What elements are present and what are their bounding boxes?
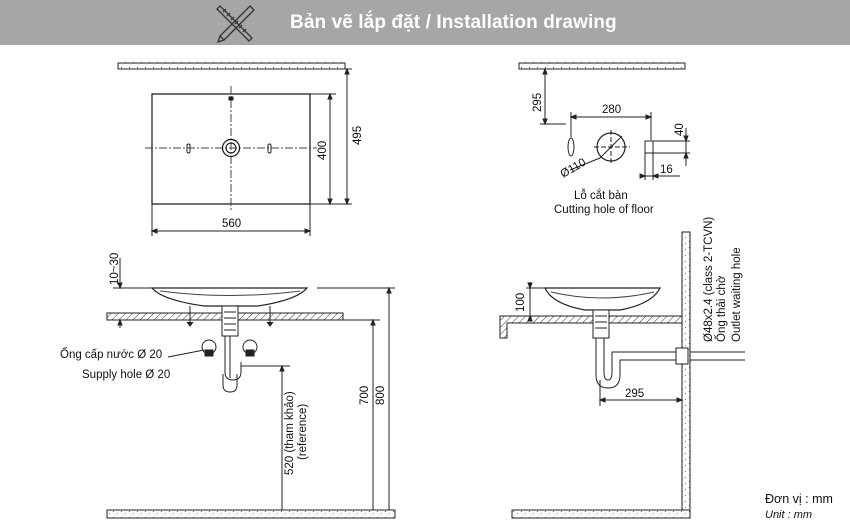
dim-400: 400: [317, 141, 329, 160]
basin-bowl-front: [150, 287, 309, 307]
dim-295-top: 295: [532, 93, 544, 112]
dim-700: 700: [359, 386, 371, 405]
outlet-label-vi: Ống thải chờ: [714, 275, 728, 342]
installation-drawing: 560 400 495 280 295 Ø110 40 16: [60, 62, 833, 521]
drain-hole: [221, 138, 241, 158]
basin-bowl-side: [544, 287, 661, 311]
wall: [681, 231, 691, 519]
dim-110: Ø110: [559, 157, 589, 181]
unit-label-vi: Đơn vị : mm: [765, 492, 833, 506]
cut-hole-label-vi: Lỗ cắt bàn: [574, 189, 628, 202]
dim-520: 520 (tham khảo): [284, 391, 296, 475]
unit-label-en: Unit : mm: [765, 509, 812, 521]
outlet-spec-label: Ø48x2.4 (class 2-TCVN): [703, 217, 715, 342]
dim-16: 16: [660, 164, 673, 176]
dim-495: 495: [352, 126, 364, 145]
dim-40: 40: [674, 123, 686, 136]
cut-hole-view: [518, 62, 690, 180]
dim-295-bottom: 295: [625, 388, 644, 400]
dim-100: 100: [515, 293, 527, 312]
side-elevation: [499, 231, 745, 519]
dim-560: 560: [222, 218, 241, 230]
supply-label-vi: Ống cấp nước Ø 20: [60, 347, 162, 361]
header-bar: Bản vẽ lắp đặt / Installation drawing: [0, 0, 850, 45]
page-title: Bản vẽ lắp đặt / Installation drawing: [290, 12, 617, 33]
top-view: [117, 62, 352, 236]
cut-hole-label-en: Cutting hole of floor: [554, 204, 654, 216]
floor-right: [511, 509, 691, 519]
dim-10-30: 10~30: [109, 253, 121, 285]
outlet-label-en: Outlet waiting hole: [731, 247, 743, 342]
top-right-slab: [518, 62, 686, 70]
dim-800: 800: [375, 386, 387, 405]
front-elevation: [106, 258, 396, 519]
supply-label-en: Supply hole Ø 20: [82, 369, 170, 381]
top-countertop-slab: [117, 62, 346, 70]
dim-520-en: (reference): [297, 404, 309, 460]
pencil-ruler-icon: [216, 5, 255, 44]
floor-left: [106, 509, 396, 519]
dim-280: 280: [602, 104, 621, 116]
